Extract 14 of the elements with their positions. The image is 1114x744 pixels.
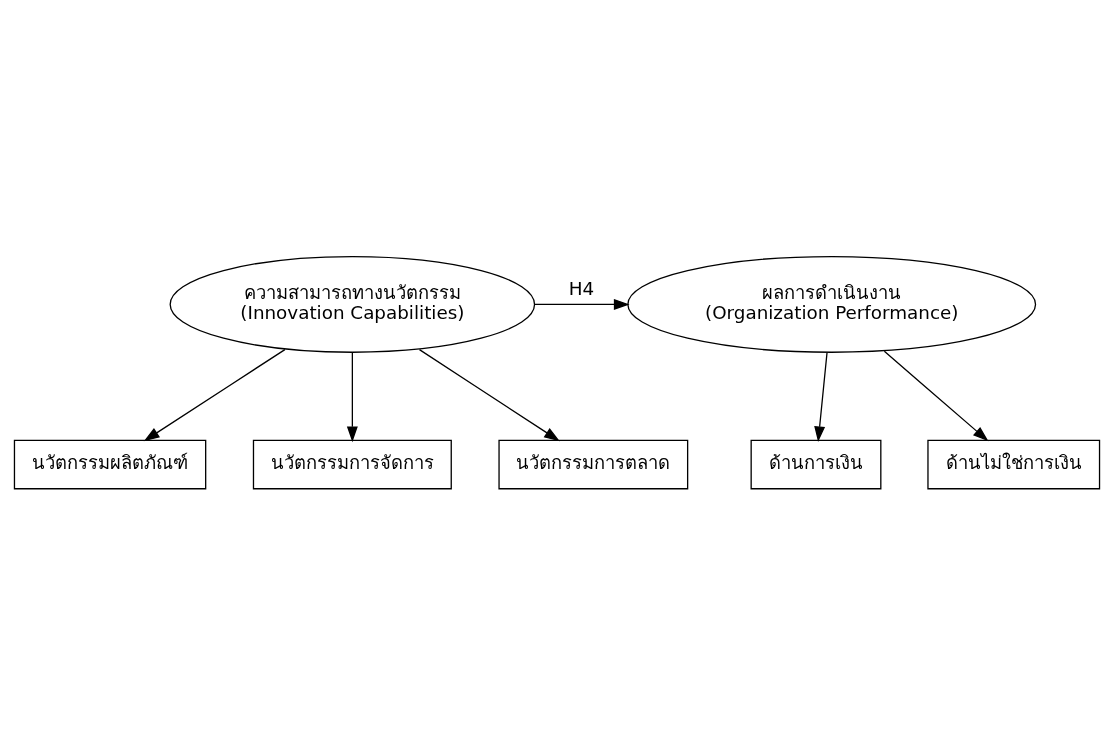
node-box: นวัตกรรมการจัดการ bbox=[252, 439, 452, 489]
arrow bbox=[814, 351, 828, 442]
node-box: ด้านไม่ใช่การเงิน bbox=[927, 439, 1101, 489]
edge-label: H4 bbox=[568, 277, 595, 299]
arrow bbox=[143, 348, 286, 441]
arrow bbox=[346, 351, 358, 442]
arrow bbox=[883, 350, 989, 441]
arrow bbox=[534, 298, 630, 310]
arrow bbox=[418, 348, 560, 441]
node-box: นวัตกรรมการตลาด bbox=[498, 439, 689, 489]
node-ellipse: ความสามารถทางนวัตกรรม (Innovation Capabilities) bbox=[169, 255, 536, 353]
node-box: นวัตกรรมผลิตภัณฑ์ bbox=[13, 439, 207, 489]
node-box: ด้านการเงิน bbox=[750, 439, 882, 489]
node-ellipse: ผลการดำเนินงาน (Organization Performance) bbox=[627, 255, 1037, 353]
